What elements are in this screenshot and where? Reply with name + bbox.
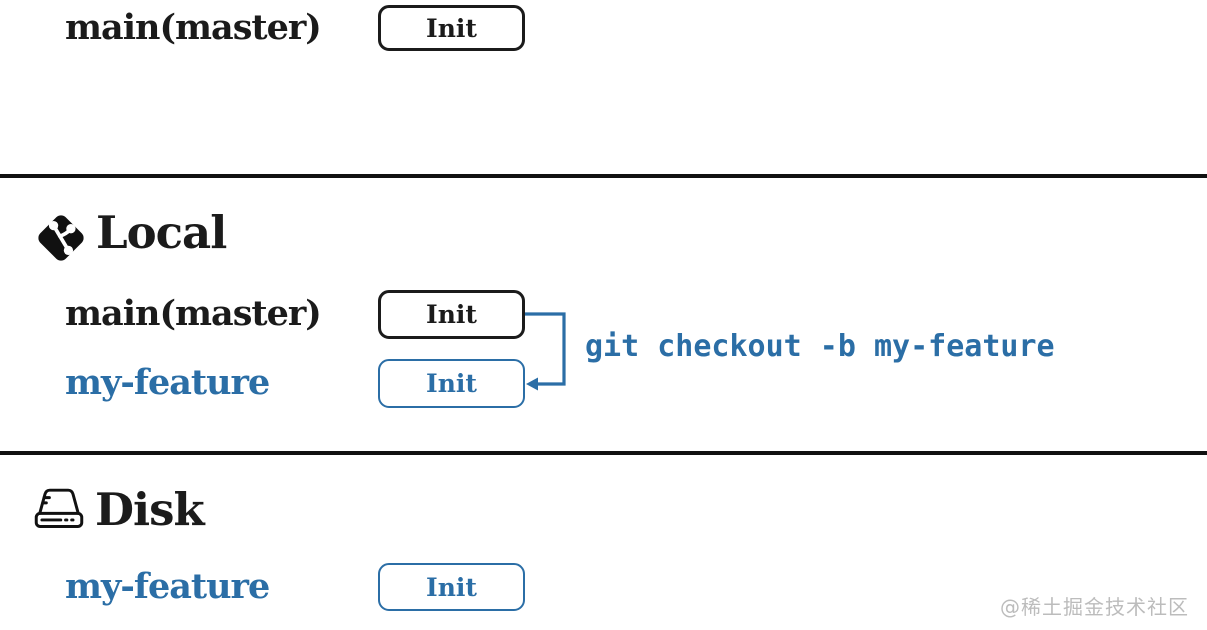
watermark-text: @稀土掘金技术社区: [1000, 595, 1189, 619]
commit-label: Init: [426, 572, 477, 602]
local-branch-label-main: main(master): [65, 293, 322, 334]
commit-label: Init: [426, 369, 477, 398]
disk-branch-label-feature: my-feature: [65, 566, 270, 607]
local-commit-node-feature-init: Init: [378, 359, 525, 408]
local-branch-label-feature: my-feature: [65, 362, 270, 403]
local-commit-node-main-init: Init: [378, 290, 525, 339]
git-logo-icon: [30, 207, 92, 269]
remote-commit-node-init: Init: [378, 5, 525, 51]
disk-commit-node-feature-init: Init: [378, 563, 525, 611]
branch-connector-arrow: [521, 300, 587, 396]
git-command-text: git checkout -b my-feature: [585, 329, 1055, 364]
local-section-title: Local: [96, 206, 227, 259]
disk-section-title: Disk: [95, 483, 205, 536]
commit-label: Init: [426, 300, 477, 329]
section-divider-top: [0, 174, 1207, 178]
commit-label: Init: [426, 13, 477, 43]
remote-branch-label-main: main(master): [65, 7, 322, 48]
section-divider-bottom: [0, 451, 1207, 455]
hard-drive-icon: [31, 485, 87, 533]
